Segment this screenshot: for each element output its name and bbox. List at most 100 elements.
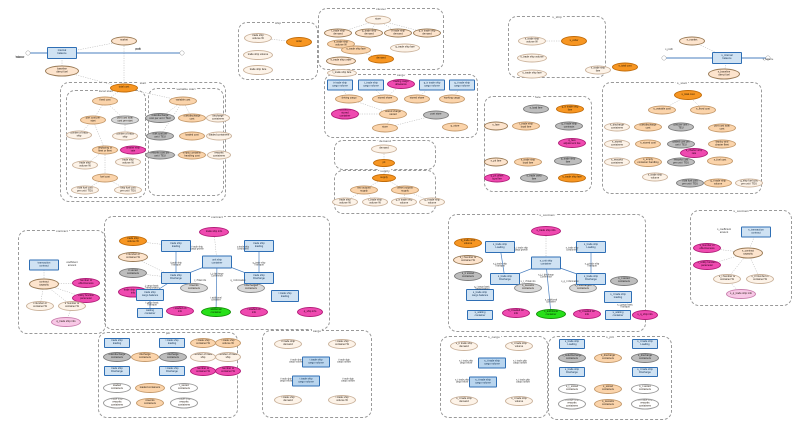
graph-node[interactable]: loaded cost (179, 131, 205, 141)
graph-node[interactable]: s_trade ship fare (558, 173, 586, 183)
graph-node[interactable]: q_trade ship info (51, 317, 81, 327)
graph-node[interactable]: fixed cost (92, 96, 118, 106)
graph-node[interactable]: fuel cost (92, 173, 118, 183)
graph-node[interactable]: demand (368, 54, 394, 64)
graph-node[interactable]: port store (423, 110, 449, 120)
graph-node[interactable]: s_order (561, 36, 587, 46)
graph-node[interactable]: market (111, 36, 137, 46)
graph-node[interactable]: s_total cost (674, 90, 702, 100)
graph-node[interactable]: s_fare (484, 121, 508, 131)
graph-node[interactable]: t_trade ship fare (327, 69, 357, 77)
graph-node[interactable]: s_variable cost (648, 105, 676, 115)
graph-node[interactable]: order (286, 37, 312, 47)
graph-node[interactable]: s_trade ship info (531, 226, 561, 236)
graph-node[interactable]: trade ship info (199, 227, 229, 237)
graph-node[interactable]: s_market (679, 36, 705, 46)
graph-node[interactable]: trade ship fare (243, 65, 273, 75)
graph-node[interactable]: s_trade ship volume (517, 53, 547, 63)
graph-node[interactable]: q_store (442, 122, 468, 132)
graph-node[interactable]: s_q_trade ship info (726, 289, 756, 299)
graph-node[interactable]: q_ship info (297, 307, 323, 317)
graph-node[interactable]: s_q_ship info (632, 310, 658, 320)
graph-node[interactable]: stored share (372, 94, 398, 104)
graph-node[interactable]: s_total cost (612, 62, 638, 72)
graph-node[interactable]: demand (371, 144, 397, 154)
graph-node[interactable]: loaded containers (135, 383, 165, 393)
graph-node[interactable]: loaded containers (206, 131, 232, 141)
graph-node[interactable]: store (372, 123, 398, 133)
